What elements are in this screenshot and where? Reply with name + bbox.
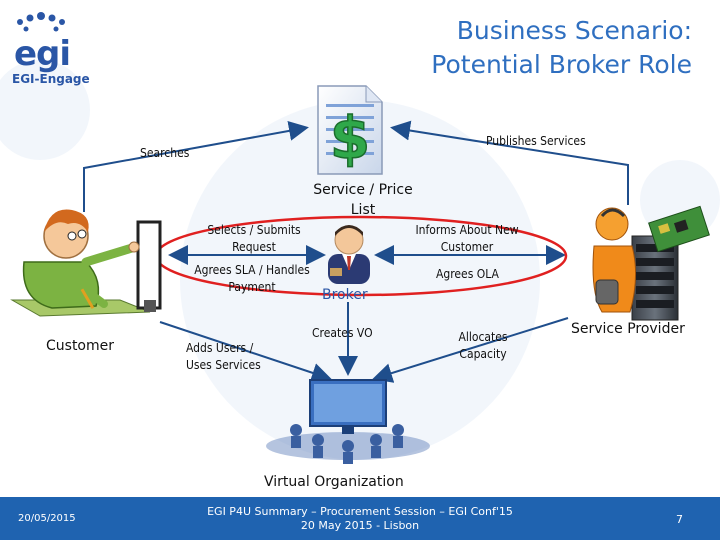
label-searches: Searches xyxy=(140,146,190,160)
egi-logo-icon: egi xyxy=(14,12,71,74)
logo-subtitle: EGI-Engage xyxy=(12,72,90,86)
label-allocates-line-1: Allocates xyxy=(458,330,508,344)
arrow-customer-to-vo xyxy=(159,321,332,383)
label-customer: Customer xyxy=(46,338,115,354)
svg-text:egi: egi xyxy=(14,34,70,74)
footer-caption-line-1: EGI P4U Summary – Procurement Session – … xyxy=(207,505,513,518)
label-agrees-sla-line-2: Payment xyxy=(228,280,276,294)
label-selects-submits-line-1: Selects / Submits xyxy=(207,223,301,237)
customer-figure-icon xyxy=(10,209,162,317)
footer-caption: EGI P4U Summary – Procurement Session – … xyxy=(190,505,530,533)
label-informs-new-customer: Informs About New Customer xyxy=(404,222,530,256)
title-line-1: Business Scenario: xyxy=(456,16,692,45)
label-creates-vo: Creates VO xyxy=(312,326,373,340)
footer-bar: 20/05/2015 EGI P4U Summary – Procurement… xyxy=(0,497,720,540)
label-allocates-capacity: Allocates Capacity xyxy=(448,329,518,363)
label-informs-line-2: Customer xyxy=(440,240,494,254)
label-adds-users: Adds Users / Uses Services xyxy=(186,340,261,374)
label-broker: Broker xyxy=(322,287,368,303)
virtual-organization-icon xyxy=(266,379,430,464)
label-service-price-list-line-2: List xyxy=(350,202,376,218)
label-selects-submits-line-2: Request xyxy=(232,240,276,254)
broker-figure-icon xyxy=(328,225,370,284)
arrow-provider-to-pricelist xyxy=(390,120,629,205)
label-allocates-line-2: Capacity xyxy=(459,347,507,361)
title-line-2: Potential Broker Role xyxy=(431,50,692,79)
page-title: Business Scenario: Potential Broker Role xyxy=(431,14,692,82)
label-agrees-sla: Agrees SLA / Handles Payment xyxy=(186,262,318,296)
footer-caption-line-2: 20 May 2015 - Lisbon xyxy=(300,519,420,532)
label-selects-submits: Selects / Submits Request xyxy=(198,222,310,256)
footer-page-number: 7 xyxy=(676,513,683,526)
price-list-document-icon: $ xyxy=(317,85,383,175)
label-service-provider: Service Provider xyxy=(571,321,685,337)
label-service-price-list: Service / Price List xyxy=(296,180,430,220)
label-publishes-services: Publishes Services xyxy=(486,134,586,148)
label-agrees-ola: Agrees OLA xyxy=(436,267,499,281)
label-adds-users-line-2: Uses Services xyxy=(186,358,261,372)
label-service-price-list-line-1: Service / Price xyxy=(313,182,413,198)
arrow-customer-to-pricelist xyxy=(83,121,309,212)
label-agrees-sla-line-1: Agrees SLA / Handles xyxy=(194,263,310,277)
footer-date: 20/05/2015 xyxy=(18,513,76,524)
label-adds-users-line-1: Adds Users / xyxy=(186,341,254,355)
label-virtual-organization: Virtual Organization xyxy=(264,474,404,490)
svg-text:$: $ xyxy=(330,104,370,172)
arrow-provider-to-vo xyxy=(372,317,569,383)
label-informs-line-1: Informs About New xyxy=(415,223,519,237)
service-provider-figure-icon xyxy=(592,205,710,321)
